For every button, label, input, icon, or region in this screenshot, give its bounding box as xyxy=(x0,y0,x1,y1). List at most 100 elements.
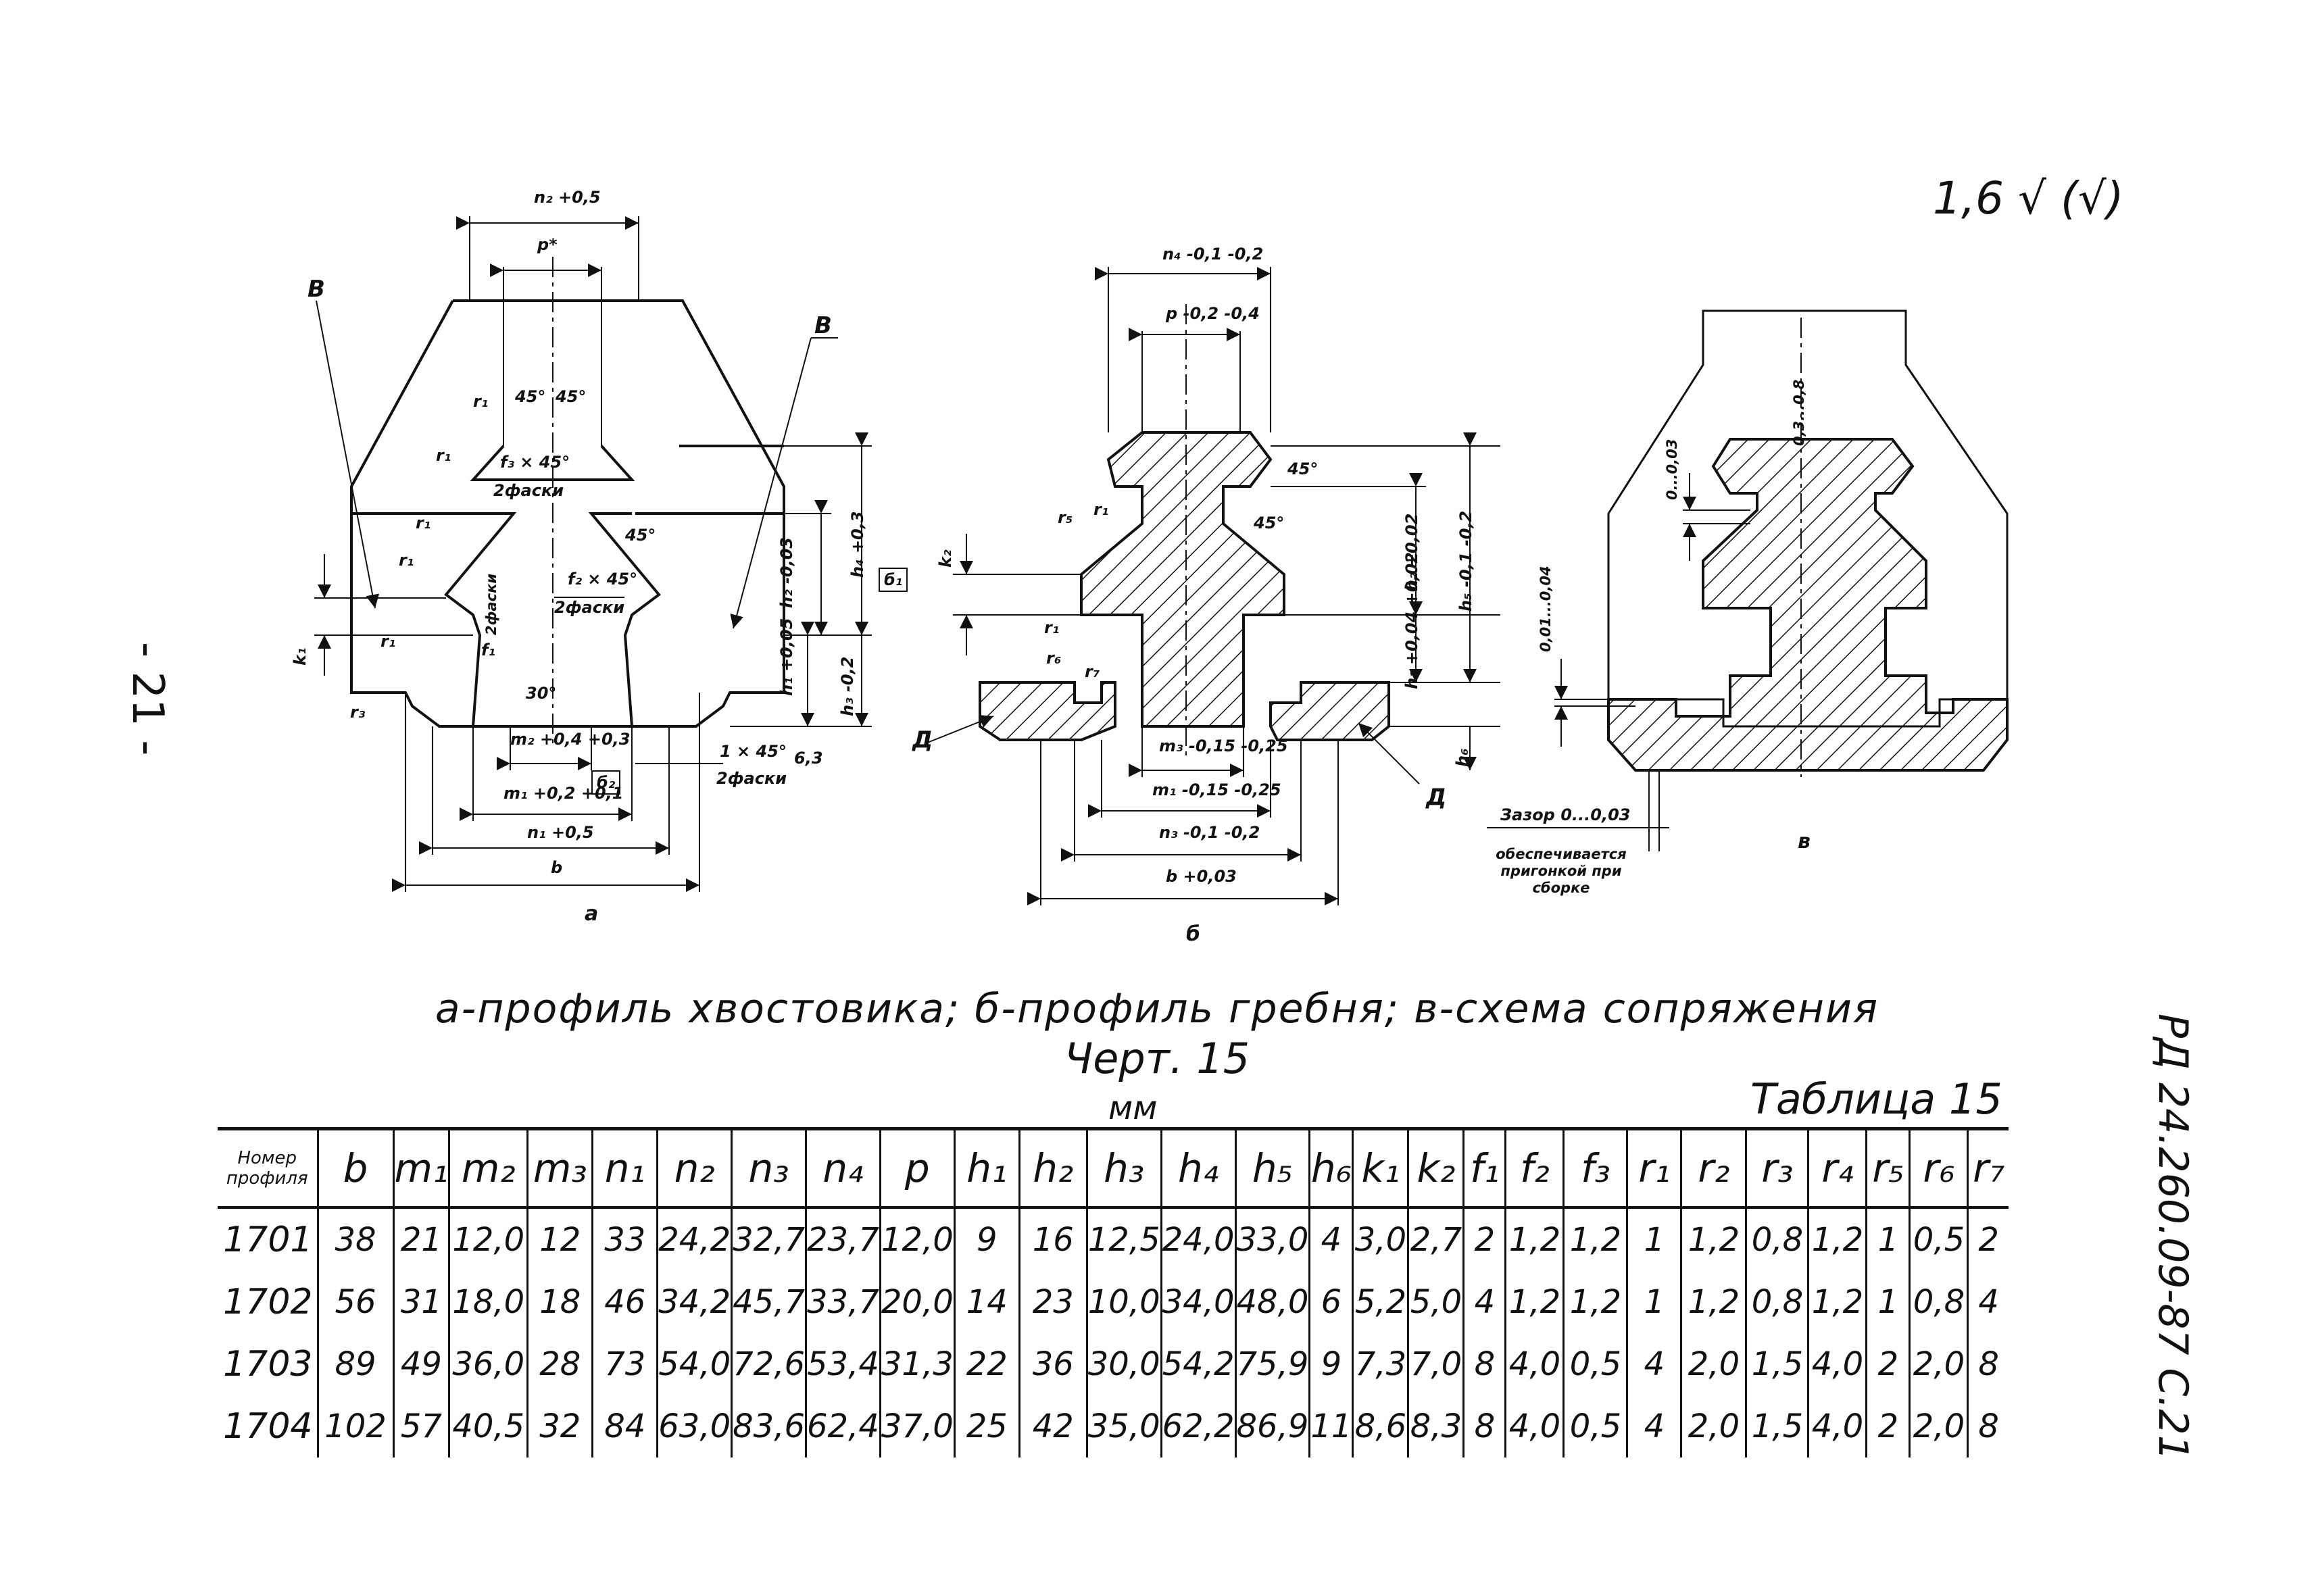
table-cell: 8 xyxy=(1967,1395,2009,1457)
table-cell: 73 xyxy=(591,1333,658,1395)
label-b-r1a: r₁ xyxy=(1093,500,1109,519)
table-cell: 23,7 xyxy=(805,1207,881,1271)
table-header-cell: b xyxy=(316,1127,393,1209)
table-cell: 16 xyxy=(1018,1207,1087,1271)
table-cell: 3,0 xyxy=(1352,1207,1408,1271)
table-cell: 12,5 xyxy=(1085,1207,1162,1271)
table-cell: 0,8 xyxy=(1745,1207,1808,1271)
table-cell: 63,0 xyxy=(656,1395,732,1457)
table-cell: 4,0 xyxy=(1807,1395,1867,1457)
table-header-cell: m₃ xyxy=(526,1127,593,1209)
label-c-gap1: 0,3...0,8 xyxy=(1791,379,1807,446)
table-cell: 62,4 xyxy=(805,1395,881,1457)
table-cell: 62,2 xyxy=(1160,1395,1235,1457)
label-a-B-left: В xyxy=(307,276,325,303)
table-cell: 11 xyxy=(1308,1395,1353,1457)
table-cell: 28 xyxy=(526,1333,593,1395)
table-header-cell: h₂ xyxy=(1018,1127,1087,1209)
table-cell: 25 xyxy=(953,1395,1020,1457)
label-a-p: p* xyxy=(537,235,558,254)
label-b-r7: r₇ xyxy=(1085,662,1100,681)
table-cell: 5,0 xyxy=(1407,1271,1464,1333)
table-cell: 2,0 xyxy=(1680,1395,1746,1457)
table-cell: 33 xyxy=(591,1207,658,1271)
table-cell: 24,0 xyxy=(1160,1207,1235,1271)
table-header-cell: r₆ xyxy=(1909,1127,1968,1209)
label-a-30: 30° xyxy=(526,684,557,703)
table-cell: 12,0 xyxy=(448,1207,528,1271)
view-c-letter: в xyxy=(1798,830,1811,853)
label-b-D-left: Д xyxy=(912,726,933,753)
table-cell: 1 xyxy=(1626,1207,1681,1271)
table-cell: 8 xyxy=(1462,1333,1506,1395)
label-a-b1: б₁ xyxy=(879,568,908,592)
table-cell: 4,0 xyxy=(1504,1333,1564,1395)
table-cell: 8 xyxy=(1462,1395,1506,1457)
table-header-cell: k₁ xyxy=(1352,1127,1408,1209)
technical-drawing xyxy=(314,216,2009,905)
table-cell: 4,0 xyxy=(1504,1395,1564,1457)
label-b-m3: m₃ -0,15 -0,25 xyxy=(1159,737,1288,755)
label-a-2fask-3: 2фаски xyxy=(483,573,499,635)
table-cell: 2 xyxy=(1462,1207,1506,1271)
table-cell: 2 xyxy=(1967,1207,2009,1271)
label-b-45b: 45° xyxy=(1254,514,1285,532)
view-a-letter: а xyxy=(585,902,599,926)
table-cell: 7,3 xyxy=(1352,1333,1408,1395)
table-header-cell: r₅ xyxy=(1865,1127,1910,1209)
label-b-r1b: r₁ xyxy=(1044,618,1060,637)
label-a-2fask-2: 2фаски xyxy=(554,598,625,617)
table-cell: 0,5 xyxy=(1562,1333,1627,1395)
table-cell: 89 xyxy=(316,1333,393,1395)
table-cell: 9 xyxy=(1308,1333,1353,1395)
table-header-cell: r₂ xyxy=(1680,1127,1746,1209)
table-cell: 2,7 xyxy=(1407,1207,1464,1271)
table-cell: 42 xyxy=(1018,1395,1087,1457)
label-a-r1e: r₁ xyxy=(380,632,396,651)
label-b-h1: h₁ +0,04 +0,02 xyxy=(1402,552,1421,689)
table-cell: 57 xyxy=(392,1395,449,1457)
figure-title: Черт. 15 xyxy=(1064,1034,1250,1083)
label-a-n2: n₂ +0,5 xyxy=(534,188,601,207)
label-a-chamfer2: 2фаски xyxy=(716,769,787,788)
table-cell: 0,5 xyxy=(1562,1395,1627,1457)
table-cell: 1,2 xyxy=(1807,1271,1867,1333)
label-a-chamfer: 1 × 45° xyxy=(720,742,787,761)
table-cell: 53,4 xyxy=(805,1333,881,1395)
label-a-45a: 45° xyxy=(515,387,546,406)
label-c-gap2: 0...0,03 xyxy=(1664,439,1680,500)
table-cell: 30,0 xyxy=(1085,1333,1162,1395)
label-a-f2: f₂ × 45° xyxy=(568,570,638,589)
label-c-note: обеспечивается пригонкой при сборке xyxy=(1496,846,1627,896)
table-cell: 45,7 xyxy=(731,1271,806,1333)
spec-table: Номер профиля b m₁ m₂ m₃ n₁ n₂ n₃ n₄ p h… xyxy=(218,1127,2009,1457)
table-cell: 10,0 xyxy=(1085,1271,1162,1333)
table-cell: 1,2 xyxy=(1807,1207,1867,1271)
table-cell: 4 xyxy=(1626,1395,1681,1457)
table-cell: 5,2 xyxy=(1352,1271,1408,1333)
table-cell: 18,0 xyxy=(448,1271,528,1333)
label-a-r3: r₃ xyxy=(350,703,366,722)
table-header-cell: r₇ xyxy=(1967,1127,2009,1209)
label-a-r1b: r₁ xyxy=(436,446,451,465)
label-b-k2: k₂ xyxy=(936,549,955,568)
table-header-row: Номер профиля b m₁ m₂ m₃ n₁ n₂ n₃ n₄ p h… xyxy=(218,1127,2009,1209)
table-header-cell: m₁ xyxy=(392,1127,449,1209)
label-a-h2: h₂ -0,03 xyxy=(777,537,796,608)
table-cell: 40,5 xyxy=(448,1395,528,1457)
label-b-n4: n₄ -0,1 -0,2 xyxy=(1162,245,1264,264)
table-cell: 75,9 xyxy=(1234,1333,1310,1395)
table-header-cell: f₁ xyxy=(1462,1127,1506,1209)
table-cell: 1,2 xyxy=(1680,1207,1746,1271)
table-cell: 1 xyxy=(1865,1271,1910,1333)
label-b-h5: h₅ -0,1 -0,2 xyxy=(1456,510,1475,612)
view-b-comb-profile xyxy=(925,267,1500,905)
view-b-letter: б xyxy=(1186,922,1200,946)
table-header-cell: h₄ xyxy=(1160,1127,1235,1209)
table-cell: 2 xyxy=(1865,1395,1910,1457)
view-a-shank-profile xyxy=(314,216,872,892)
table-cell: 56 xyxy=(316,1271,393,1333)
label-b-b: b +0,03 xyxy=(1166,867,1237,886)
table-cell: 0,5 xyxy=(1909,1207,1968,1271)
